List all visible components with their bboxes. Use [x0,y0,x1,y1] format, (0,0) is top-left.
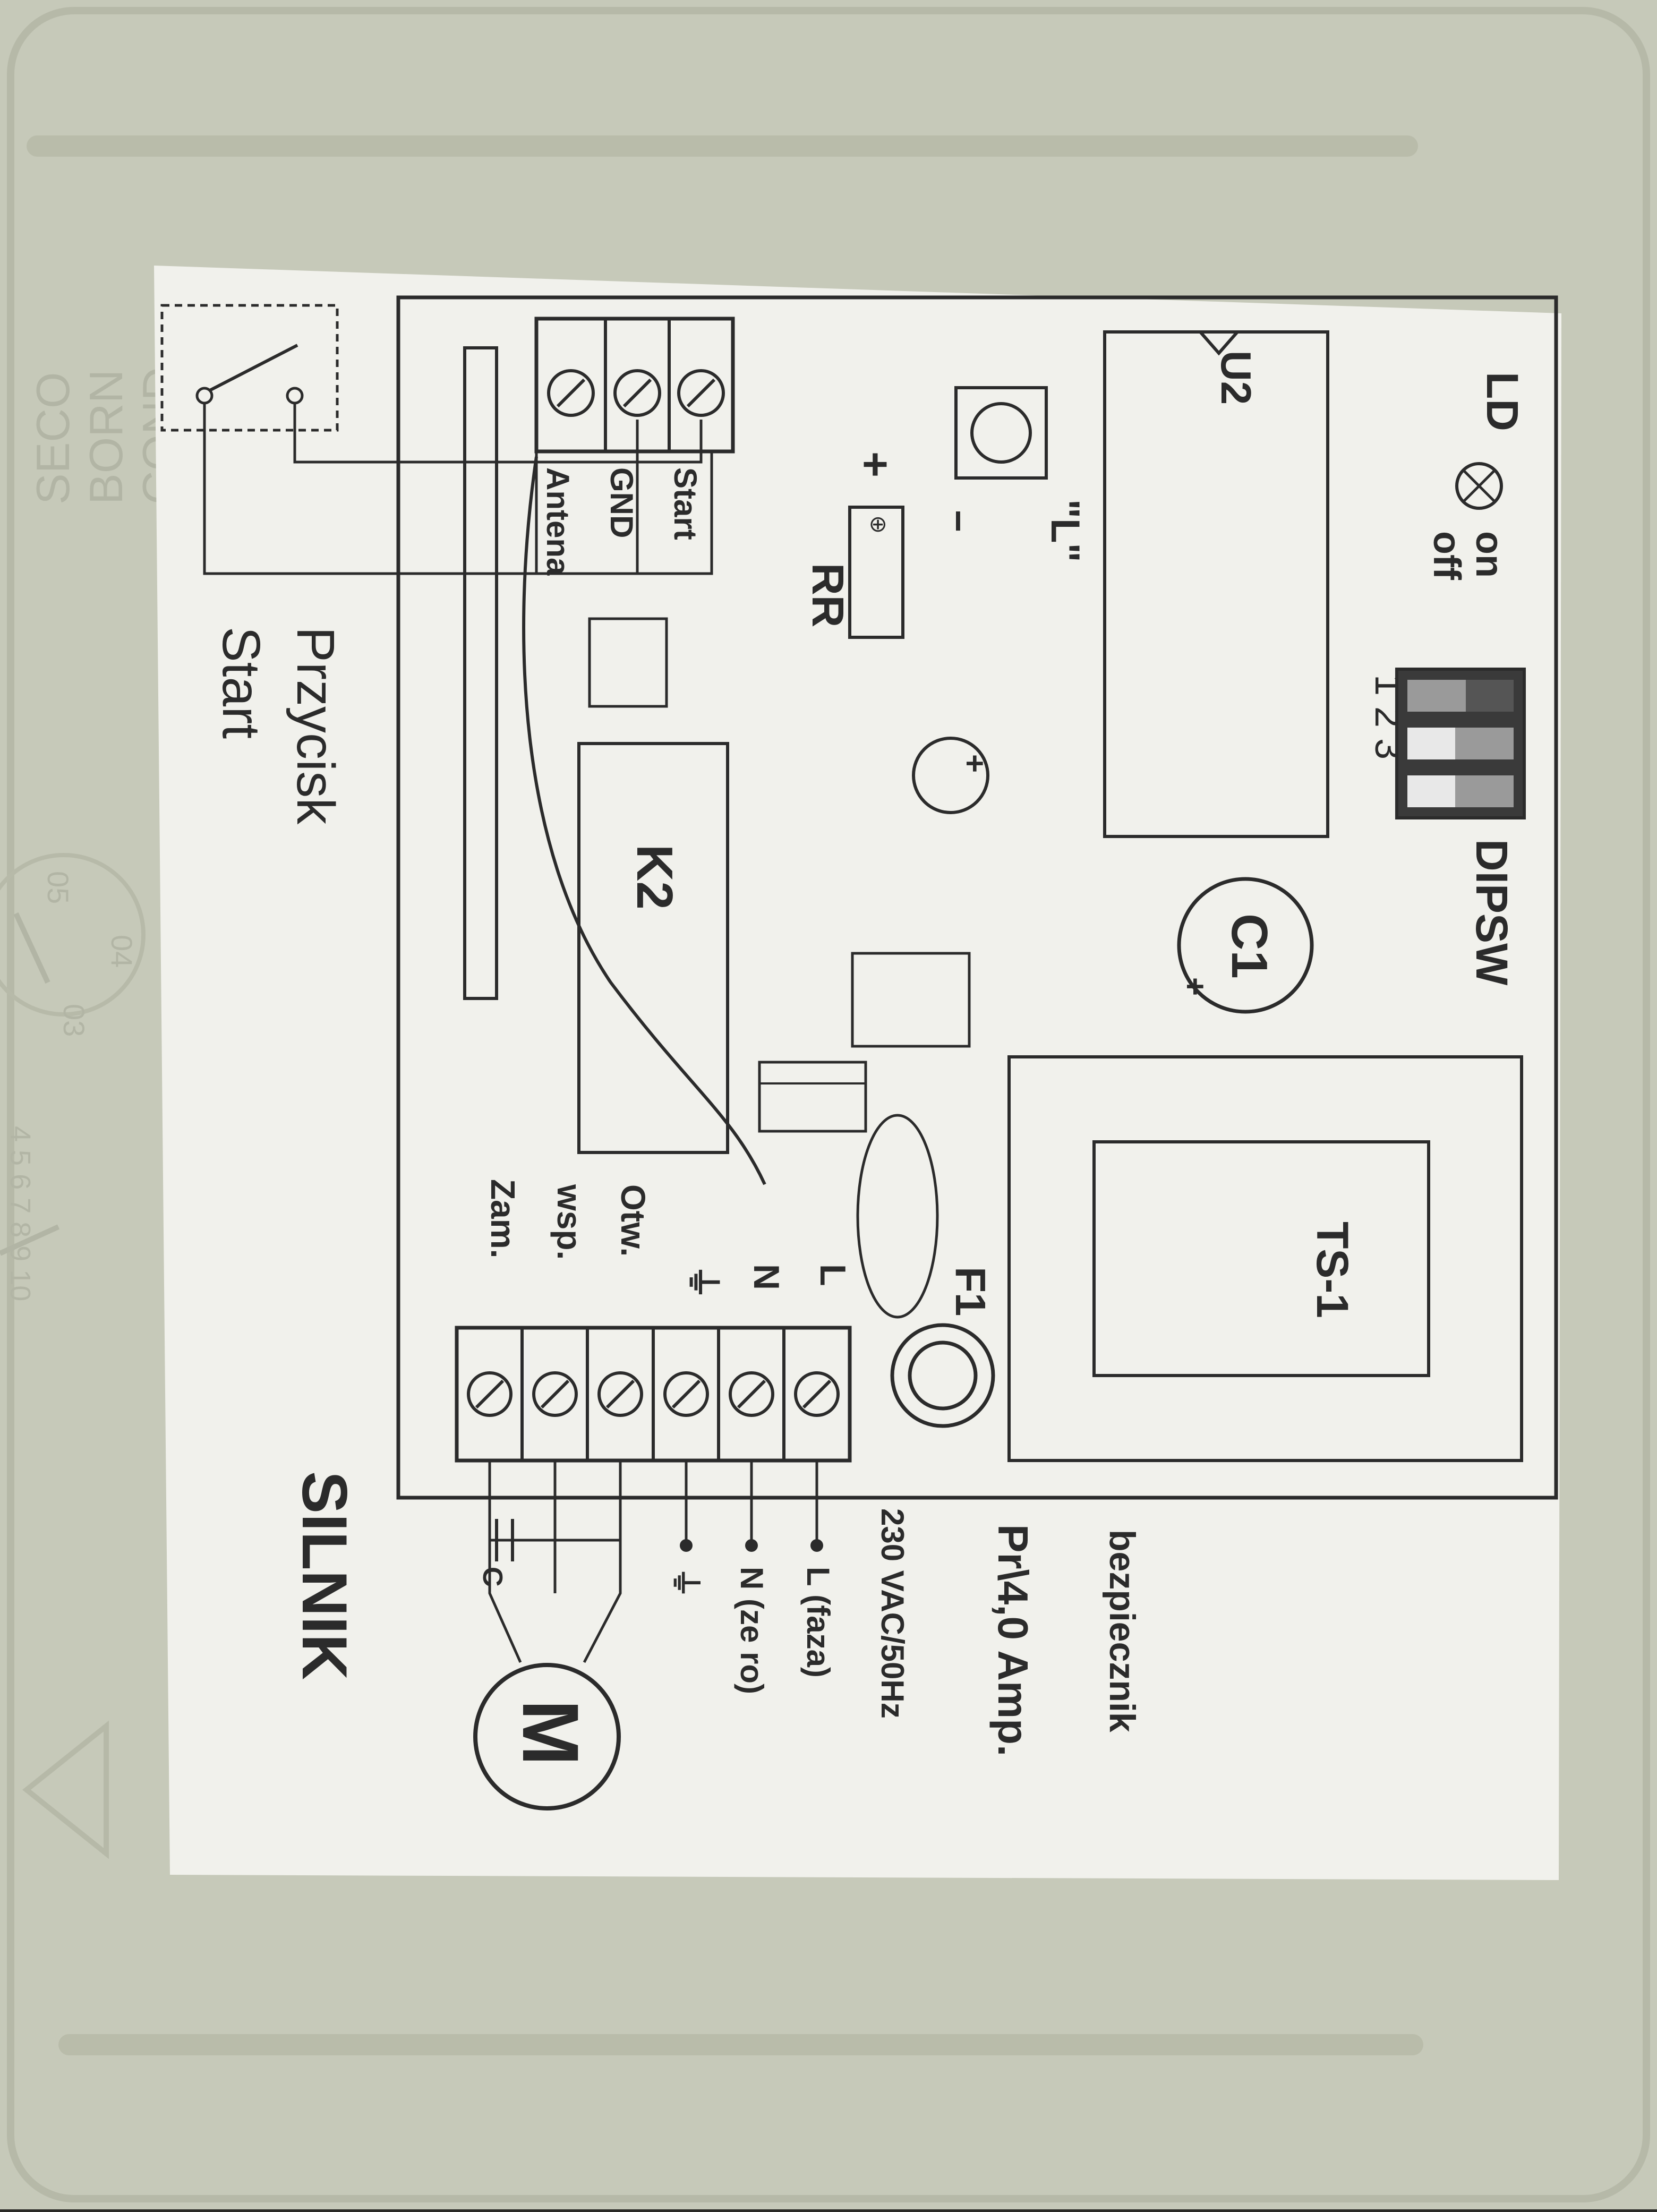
svg-text:⊕: ⊕ [866,515,891,534]
wire-label-n: N (ze ro) [734,1567,770,1694]
terminal-screw [729,1371,774,1417]
fuse-label-line2: Pr\4,0 Amp. [989,1524,1037,1756]
terminal-label-wsp: wsp. [550,1184,588,1260]
terminal-label-zam: Zam. [484,1179,522,1258]
terminal-label-otw: Otw. [614,1184,652,1257]
dip-switch: on off 1 2 3 DIPSW [1367,531,1526,986]
led-label: LD [1477,372,1527,431]
f1-fuse: F1 [890,1267,995,1428]
terminal-screw [547,369,595,417]
plus-sign: + [851,451,901,477]
varistor [856,1114,939,1319]
dip-label: DIPSW [1467,839,1517,986]
lid-ridge-top [27,135,1418,157]
lid-rim [7,7,1650,2202]
dial-label-low: 03 [57,1004,91,1037]
lid-dial: 05 04 03 4 5 6 7 8 9 10 [0,853,146,1301]
svg-text:+: + [957,754,993,773]
c1-capacitor: C1 + [1177,877,1314,1014]
wire-label-l: L (faza) [800,1567,836,1678]
terminal-label-l: L [813,1264,853,1286]
external-wiring: C [477,1461,823,1663]
ts1-label: TS-1 [1308,1222,1357,1318]
dip-off-label: off [1425,531,1468,580]
motor: M SILNIK [289,1471,621,1810]
minus-sign: − [937,510,979,532]
power-labels: bezpiecznik Pr\4,0 Amp. 230 VAC/50Hz L (… [668,1508,1142,1756]
terminal-label-earth: ⏚ [682,1264,723,1300]
motor-symbol: M [506,1699,595,1766]
terminal-screw [663,1371,709,1417]
motor-icon [473,1663,621,1810]
u2-chip: U2 [1103,330,1329,838]
wire-label-earth: ⏚ [668,1567,703,1599]
terminal-label-gnd: GND [604,467,639,538]
terminal-screw [532,1371,578,1417]
dip-on-label: on [1468,531,1510,578]
button-label-line1: Przycisk [286,627,345,825]
lid-triangle [22,1720,109,1859]
terminal-screw [597,1371,643,1417]
terminal-screw [794,1371,840,1417]
led-icon [1455,462,1503,510]
terminal-screw [677,369,725,417]
small-box-b [758,1061,867,1133]
dial-label-mid: 04 [105,935,139,968]
terminal-screw [467,1371,513,1417]
antenna-wire [522,456,766,1185]
jumper-label: "L" [1043,499,1088,562]
right-terminal-block: L N ⏚ Otw. wsp. Zam. [455,1179,853,1463]
start-button-switch: Przycisk Start [160,304,703,825]
c1-plus: + [1177,977,1213,996]
k2-label: K2 [626,844,683,910]
small-capacitor [912,737,989,814]
terminal-label-start: Start [668,467,703,540]
button-label-line2: Start [211,627,271,739]
terminal-screw [613,369,661,417]
f1-label: F1 [947,1267,994,1316]
paper-label [154,266,1561,1880]
jumper-l: + − "L" [851,386,1088,562]
c1-label: C1 [1221,913,1278,979]
capacitor-label: C [477,1567,508,1587]
antenna-strip [463,346,498,1000]
rr-component: ⊕ RR [803,506,904,639]
ts1-transformer: TS-1 [1007,1055,1523,1462]
terminal-label-n: N [746,1264,787,1290]
u2-label: U2 [1212,351,1260,405]
small-box-a [851,952,971,1048]
rr-label: RR [803,563,853,627]
lid-ridge-bottom [58,2034,1423,2055]
fuse-label-line1: bezpiecznik [1102,1530,1142,1732]
k2-relay: K2 [577,742,729,1154]
supply-label: 230 VAC/50Hz [875,1508,910,1719]
motor-title: SILNIK [289,1471,360,1680]
dial-scale: 4 5 6 7 8 9 10 [4,1126,36,1301]
lid-embossed-line-1: SECO [27,372,79,505]
dial-label-top: 05 [41,871,75,904]
small-box-c [588,617,668,708]
terminal-label-antena: Antena [540,467,576,576]
led: LD [1455,372,1527,510]
lid-embossed-line-2: BORN [80,370,132,505]
pcb-outline [396,295,1558,1500]
